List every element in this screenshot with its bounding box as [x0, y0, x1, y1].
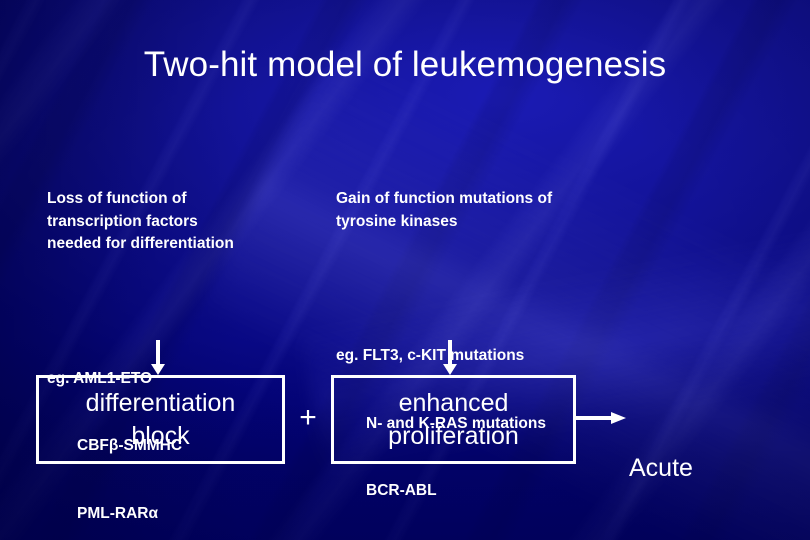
right-column-example-item: BCR-ABL	[336, 480, 552, 503]
left-column-text-block: Loss of function of transcription factor…	[47, 143, 234, 540]
arrow-down-icon	[151, 340, 165, 375]
left-column-example-item: PML-RARα	[47, 503, 234, 526]
arrow-down-icon	[443, 340, 457, 375]
left-column-example-intro: eg. AML1-ETO	[47, 369, 153, 387]
background-shadow-left	[0, 0, 240, 540]
left-column-spacer	[47, 301, 234, 323]
arrow-right-icon	[575, 412, 626, 424]
left-column-heading: Loss of function of transcription factor…	[47, 190, 234, 252]
right-column-example-item: N- and K-RAS mutations	[336, 413, 552, 436]
left-column-example-item: CBFβ-SMMHC	[47, 435, 234, 458]
right-column-example-label: BCR-ABL	[366, 482, 437, 499]
left-column-example-label: CBFβ-SMMHC	[77, 437, 183, 454]
right-column-example-label: N- and K-RAS mutations	[366, 414, 546, 432]
flow-box-line: enhanced	[398, 388, 509, 417]
right-column-example-intro: eg. FLT3, c-KIT mutations	[336, 347, 525, 364]
flow-box-line: differentiation	[85, 388, 236, 417]
outcome-label-line: Acute	[629, 454, 693, 482]
slide-title: Two-hit model of leukemogenesis	[143, 45, 667, 84]
right-column-spacer	[336, 278, 552, 300]
left-column-example-label: PML-RARα	[77, 504, 158, 522]
plus-operator: +	[299, 401, 317, 434]
flow-box-differentiation-block: differentiation block	[36, 375, 285, 464]
right-column-heading: Gain of function mutations of tyrosine k…	[336, 190, 553, 230]
flow-box-line: block	[131, 421, 190, 450]
right-column-text-block: Gain of function mutations of tyrosine k…	[336, 143, 552, 540]
flow-box-enhanced-proliferation: enhanced proliferation	[331, 375, 576, 464]
flow-box-line: proliferation	[388, 421, 519, 450]
background-shadow-bottom	[0, 340, 810, 540]
outcome-label-acute-leukemia: Acute Leukemia	[629, 386, 737, 540]
